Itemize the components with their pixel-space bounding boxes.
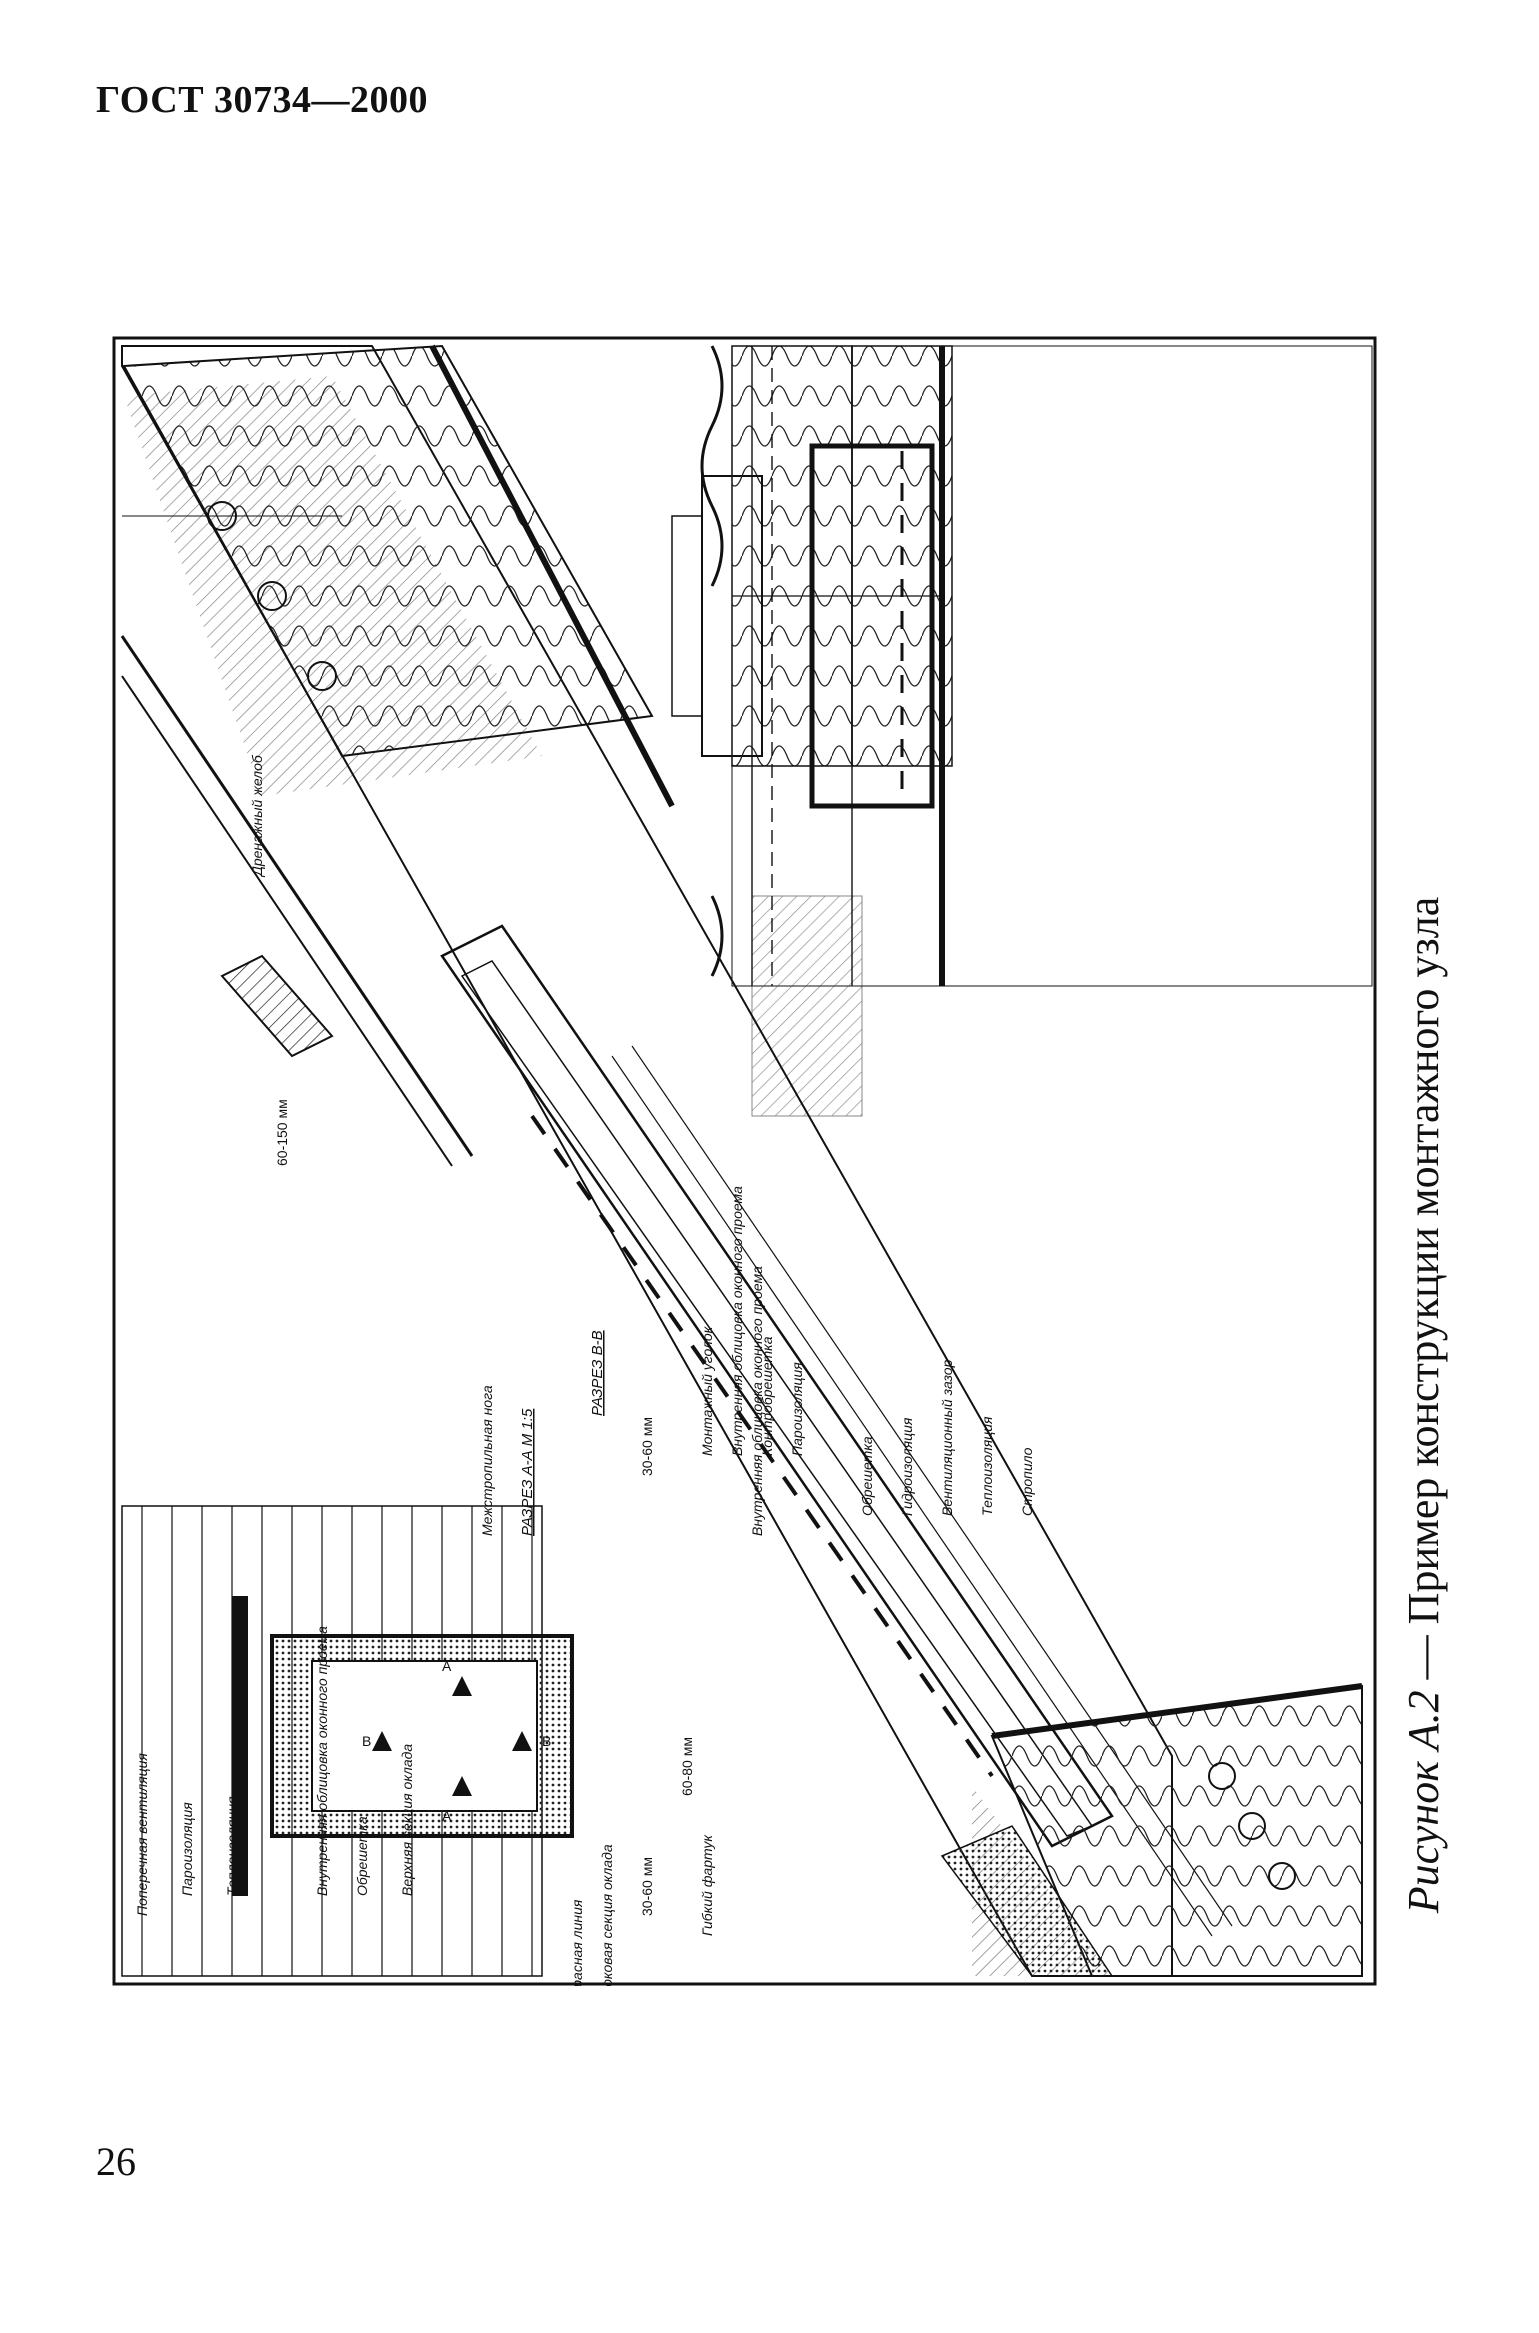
label-vapor-barrier-top: Пароизоляция (179, 1802, 195, 1896)
plan-view-drawing (121, 1505, 574, 1977)
label-inner-opening-cladding: Внутренняя облицовка оконного проема (314, 1626, 330, 1896)
plan-section-marks: А А В В (362, 1658, 551, 1824)
dimension-60-150: 60-150 мм (274, 1099, 290, 1166)
label-rafter: Стропило (1019, 1447, 1035, 1516)
section-bb-labels: РАЗРЕЗ В-В Красная линия Боковая секция … (569, 1186, 805, 1986)
title-section-bb: РАЗРЕЗ В-В (589, 1330, 606, 1416)
label-mounting-corner: Монтажный уголок (699, 1325, 715, 1456)
section-aa-drawing (120, 344, 1363, 1977)
section-bb-drawing (671, 345, 1373, 1117)
label-inner-cladding-bb: Внутренняя облицовка оконного проема (729, 1186, 745, 1456)
label-counter-battens: Контробрешетка (759, 1336, 775, 1456)
figure-caption: Рисунок А.2 — Пример конструкции монтажн… (1398, 630, 1449, 2180)
top-strip-labels: Дренажный желоб Поперечная вентиляция Па… (122, 515, 415, 1916)
label-top-flashing-section: Верхняя секция оклада (399, 1744, 415, 1896)
label-side-flashing-section: Боковая секция оклада (599, 1844, 615, 1986)
label-thermal-insulation-bottom: Теплоизоляция (979, 1416, 995, 1516)
dimension-30-60-right: 30-60 мм (639, 1857, 655, 1916)
label-rafter-leg: Межстропильная нога (479, 1385, 495, 1536)
plan-mark-b-right: В (542, 1733, 551, 1749)
label-waterproofing: Гидроизоляция (899, 1417, 915, 1516)
label-vapor-barrier-bb: Пароизоляция (789, 1362, 805, 1456)
label-transverse-ventilation: Поперечная вентиляция (134, 1753, 150, 1916)
section-aa-labels: РАЗРЕЗ А-А М 1:5 Межстропильная нога Вну… (479, 1266, 765, 1936)
dimension-30-60-left: 30-60 мм (639, 1417, 655, 1476)
caption-text: — Пример конструкции монтажного узла (1399, 896, 1448, 1691)
plan-mark-a-bottom: А (442, 1808, 452, 1824)
label-flexible-apron: Гибкий фартук (699, 1834, 715, 1936)
figure-mounting-assembly: Дренажный желоб Поперечная вентиляция Па… (112, 336, 1377, 1986)
plan-mark-b-left: В (362, 1733, 371, 1749)
caption-label: Рисунок А.2 (1399, 1690, 1448, 1914)
dimension-60-80: 60-80 мм (679, 1737, 695, 1796)
bottom-strip-labels: Обрешетка Гидроизоляция Вентиляционный з… (859, 1359, 1035, 1516)
plan-mark-a-top: А (442, 1658, 452, 1674)
label-drain-gutter: Дренажный желоб (249, 754, 265, 878)
document-code-header: ГОСТ 30734—2000 (96, 79, 429, 121)
technical-drawing: Дренажный желоб Поперечная вентиляция Па… (112, 336, 1377, 1986)
dimension-labels: 30-60 мм 30-60 мм 60-150 мм 60-80 мм (274, 1099, 695, 1916)
label-ventilation-gap: Вентиляционный зазор (939, 1359, 955, 1516)
label-red-line: Красная линия (569, 1899, 585, 1986)
label-inner-cladding-aa: Внутренняя облицовка оконного проема (749, 1266, 765, 1536)
label-thermal-insulation-top: Теплоизоляция (224, 1796, 240, 1896)
page-number: 26 (96, 2139, 136, 2184)
title-section-aa: РАЗРЕЗ А-А М 1:5 (519, 1408, 536, 1536)
label-battens: Обрешетка (859, 1436, 875, 1516)
label-trim: Обрешетка (354, 1816, 370, 1896)
